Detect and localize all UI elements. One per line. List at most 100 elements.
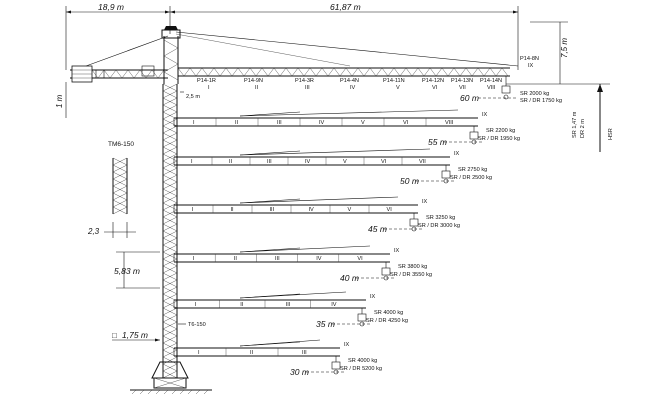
segment-numeral: II [229, 159, 233, 165]
tip-numeral: IX [370, 294, 376, 300]
jib-section-label: P14-11N [383, 78, 405, 84]
segment-numeral: III [275, 256, 280, 262]
config-sr-load: SR 2750 kg [458, 167, 487, 173]
tip-numeral: IX [454, 151, 460, 157]
config-dr-load: SR / DR 1950 kg [478, 136, 520, 142]
segment-numeral: IV [319, 120, 325, 126]
segment-numeral: III [270, 207, 275, 213]
segment-numeral: IV [331, 302, 337, 308]
config-sr-load: SR 4000 kg [374, 310, 403, 316]
segment-numeral: V [343, 159, 347, 165]
tip-numeral: IX [394, 248, 400, 254]
tie-rope [239, 198, 301, 204]
base-dimension: 1,75 m [122, 330, 148, 340]
segment-numeral: IV [305, 159, 311, 165]
jib-numeral: VII [459, 85, 466, 91]
tie-rope [239, 245, 371, 253]
segment-numeral: I [191, 159, 193, 165]
segment-numeral: VI [357, 256, 363, 262]
counter-jib [70, 35, 169, 83]
segment-numeral: IV [309, 207, 315, 213]
tie-rope [239, 150, 301, 156]
tie-rope [239, 109, 459, 117]
tower-mast: 2,5 m [162, 83, 200, 379]
jib-section-label: P14-1R [197, 78, 216, 84]
jib-numeral: III [305, 85, 310, 91]
config-radius: 30 m [290, 367, 309, 377]
segment-numeral: II [240, 302, 244, 308]
tie-rope [239, 148, 431, 156]
segment-numeral: VI [381, 159, 387, 165]
segment-numeral: II [231, 207, 235, 213]
jib-numeral: V [396, 85, 400, 91]
base-mark: □ [112, 331, 117, 340]
segment-numeral: III [267, 159, 272, 165]
jib-numeral: VIII [487, 85, 496, 91]
main-jib: P14-1R P14-9N P14-3R P14-4N P14-11N P14-… [177, 56, 614, 152]
tip-numeral: IX [344, 342, 350, 348]
head-small-dimension: 2,5 m [186, 94, 200, 100]
tower-head-dimension: 7,5 m [530, 21, 569, 84]
jib-numeral: I [208, 85, 210, 91]
tie-rope [239, 293, 301, 299]
config-sr-load: SR 3250 kg [426, 215, 455, 221]
top-dimension: 18,9 m 61,87 m [65, 2, 519, 70]
segment-numeral: II [250, 350, 254, 356]
jib-section-label: P14-12N [422, 78, 444, 84]
config-dr-load: SR / DR 3550 kg [390, 272, 432, 278]
tower-head-dimension-label: 7,5 m [560, 38, 569, 58]
hook-block [409, 218, 419, 227]
config-dr-load: SR / DR 4250 kg [366, 318, 408, 324]
hook-block [331, 361, 341, 370]
tie-rope [239, 111, 301, 117]
segment-numeral: I [198, 350, 200, 356]
tower-head [161, 26, 519, 84]
hsr-label: HSR [608, 128, 614, 140]
segment-numeral: V [361, 120, 365, 126]
top-sr-load: SR 2000 kg [520, 91, 549, 97]
hsr-span-dr: DR 2 m [580, 119, 586, 138]
jib-section-label: P14-4N [340, 78, 359, 84]
config-radius: 55 m [428, 137, 447, 147]
tip-numeral: IX [482, 112, 488, 118]
config-radius: 35 m [316, 319, 335, 329]
config-radius: 50 m [400, 176, 419, 186]
tie-rope [239, 247, 301, 253]
segment-numeral: III [286, 302, 291, 308]
segment-numeral: I [192, 207, 194, 213]
config-sr-load: SR 4000 kg [348, 358, 377, 364]
jib-section-label: P14-9N [244, 78, 263, 84]
segment-numeral: VI [403, 120, 409, 126]
hook-block [381, 267, 391, 276]
segment-numeral: III [302, 350, 307, 356]
mast-detail: TM6-150 2,3 [87, 141, 136, 238]
top-radius: 60 m [460, 93, 479, 103]
jib-section-label: P14-14N [480, 78, 502, 84]
jib-tip-numeral: IX [528, 63, 534, 69]
segment-numeral: I [193, 120, 195, 126]
tie-rope [239, 196, 399, 204]
segment-numeral: VI [387, 207, 393, 213]
segment-numeral: II [234, 256, 238, 262]
top-dr-load: SR / DR 1750 kg [520, 98, 562, 104]
mast-width-label: 2,3 [87, 227, 100, 236]
segment-numeral: VIII [445, 120, 454, 126]
tie-rope [239, 341, 301, 347]
jib-section-labels: P14-1R P14-9N P14-3R P14-4N P14-11N P14-… [197, 78, 502, 91]
mast-section-label: 5,83 m [114, 266, 140, 276]
segment-numeral: II [235, 120, 239, 126]
config-sr-load: SR 2200 kg [486, 128, 515, 134]
jib-numeral: VI [432, 85, 438, 91]
config-dr-load: SR / DR 3000 kg [418, 223, 460, 229]
jib-numeral: II [255, 85, 259, 91]
segment-numeral: III [277, 120, 282, 126]
hook-block [441, 170, 451, 179]
hsr-span-sr: SR 1,47 m [572, 111, 578, 138]
left-height-label: 1 m [55, 94, 64, 108]
